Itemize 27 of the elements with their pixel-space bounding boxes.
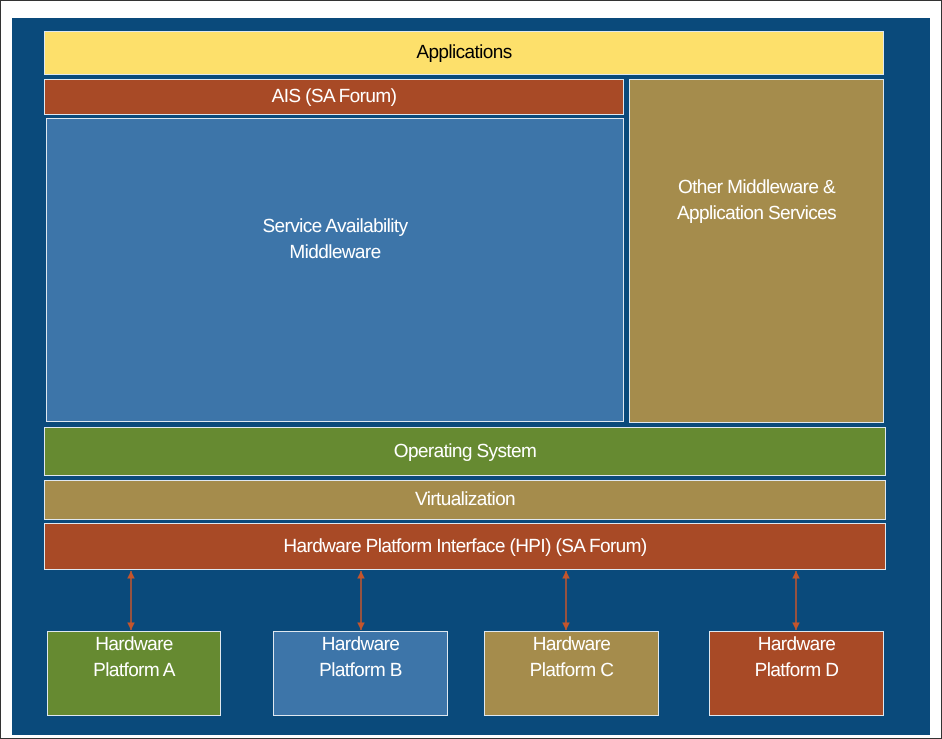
layer-label: Hardware Platform Interface (HPI) (SA Forum) [283, 534, 647, 559]
layer-box [44, 427, 886, 476]
hardware-label: Hardware Platform B [318, 633, 403, 683]
hardware-box [709, 631, 884, 716]
layer-box [629, 79, 884, 423]
double-arrow [357, 571, 365, 630]
hardware-box [47, 631, 221, 716]
layer-box [46, 118, 624, 422]
hardware-box [484, 631, 659, 716]
layer-box [44, 79, 624, 115]
layer-label: AIS (SA Forum) [272, 85, 396, 110]
layer-label: Virtualization [414, 488, 516, 512]
layer-label: Applications [416, 41, 512, 66]
hardware-box [273, 631, 448, 716]
layer-label: Service Availability Middleware [261, 215, 409, 265]
hardware-label: Hardware Platform C [528, 633, 614, 683]
double-arrow [562, 571, 570, 630]
layer-box [44, 31, 884, 75]
layer-label: Other Middleware & Application Services [676, 176, 838, 226]
layer-box [44, 523, 886, 570]
double-arrow [792, 571, 800, 630]
platform-panel [12, 18, 930, 735]
layer-box [44, 480, 886, 520]
hardware-label: Hardware Platform D [754, 633, 840, 683]
hardware-label: Hardware Platform A [92, 633, 176, 683]
layer-label: Operating System [394, 440, 536, 464]
double-arrow [127, 571, 135, 630]
